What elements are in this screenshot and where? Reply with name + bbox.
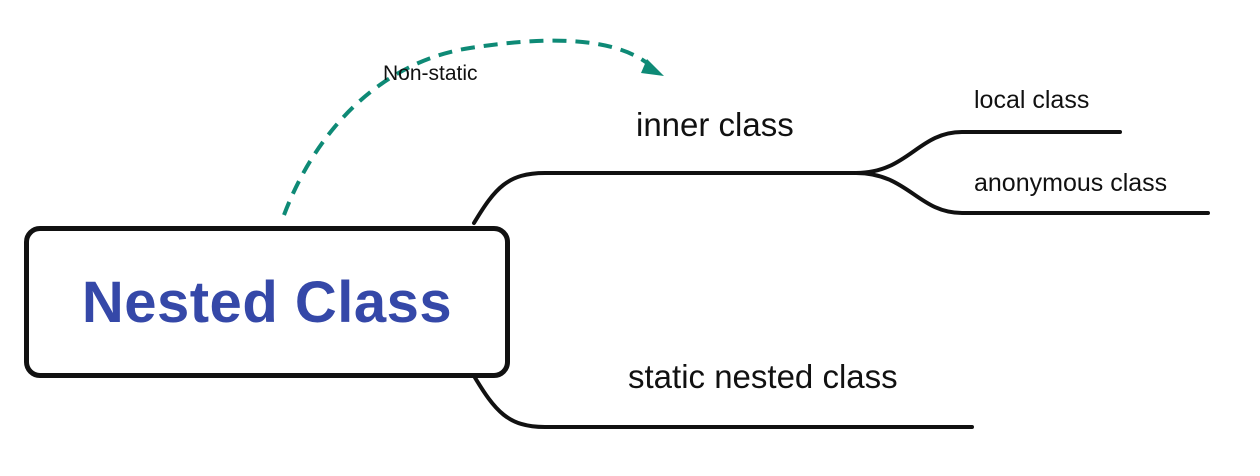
connector-local-class xyxy=(854,130,1122,175)
static-nested-class-label: static nested class xyxy=(628,358,898,395)
anonymous-class-label: anonymous class xyxy=(974,169,1168,197)
connector-static-nested-class xyxy=(472,374,974,429)
local-class-label: local class xyxy=(974,86,1090,114)
non-static-relation-label: Non-static xyxy=(383,62,478,85)
arrowhead-icon xyxy=(641,59,664,76)
inner-class-label: inner class xyxy=(636,106,794,143)
connector-anonymous-class xyxy=(854,171,1210,215)
connector-inner-class xyxy=(472,171,858,225)
non-static-dashed-arrow xyxy=(282,38,653,216)
root-node-label: Nested Class xyxy=(81,269,453,335)
root-node-box: Nested Class xyxy=(24,226,510,378)
